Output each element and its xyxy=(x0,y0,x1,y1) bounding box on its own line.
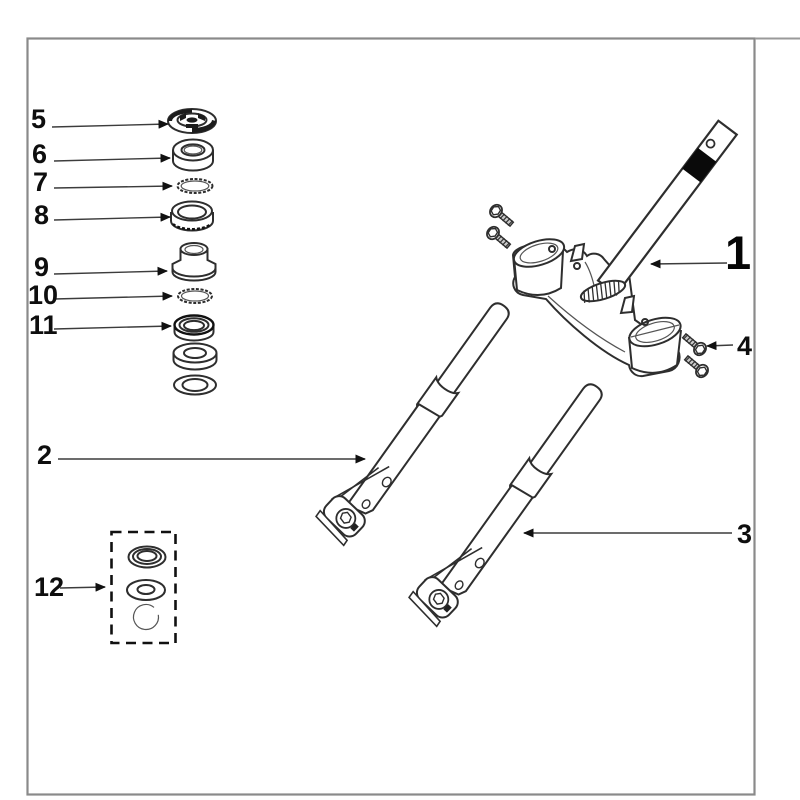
callout-leaders xyxy=(51,119,734,592)
callout-6-leader xyxy=(53,153,171,163)
callout-2-label: 2 xyxy=(37,440,52,470)
callout-1-leader xyxy=(650,259,728,269)
part-12-seal-kit xyxy=(110,530,177,645)
page-frame xyxy=(26,37,756,796)
part-4-bolt-2 xyxy=(681,351,712,381)
steering-stem xyxy=(596,119,739,296)
stem-hole xyxy=(705,138,716,149)
callout-9-label: 9 xyxy=(34,252,49,282)
clamp-bolt-upper-1 xyxy=(486,201,517,231)
callout-6-label: 6 xyxy=(32,139,47,169)
clamp-bolt-upper-2 xyxy=(483,223,514,253)
callout-10-leader xyxy=(53,291,173,301)
callout-4-label: 4 xyxy=(737,331,752,361)
part-2-fork-leg-left xyxy=(309,286,517,550)
part-8-bearing-race xyxy=(170,200,214,232)
callout-11-leader xyxy=(53,321,172,331)
stem-base-bearing-seat xyxy=(579,279,627,303)
seal-kit-oil-seal xyxy=(127,545,167,569)
callout-5-label: 5 xyxy=(31,104,46,134)
stem-black-band xyxy=(682,147,717,183)
part-7-ring xyxy=(176,178,214,194)
seal-kit-washer xyxy=(126,579,166,601)
part-4-bolt-1 xyxy=(679,329,710,359)
callout-3-label: 3 xyxy=(737,519,752,549)
part-5-castle-nut xyxy=(167,108,217,134)
callout-11-label: 11 xyxy=(29,310,58,340)
seal-kit-dashed-box xyxy=(110,530,177,645)
part-11-bearing xyxy=(173,314,215,342)
callout-9-leader xyxy=(53,266,168,276)
callout-4-leader xyxy=(706,341,734,351)
callout-8-leader xyxy=(53,212,171,222)
washer-thin xyxy=(173,374,217,396)
callout-10-label: 10 xyxy=(28,280,58,310)
part-1-triple-clamp xyxy=(511,238,682,378)
callout-1-label: 1 xyxy=(725,226,751,279)
callout-12-label: 12 xyxy=(34,572,64,602)
part-9-dust-seal-cone xyxy=(171,242,217,282)
callout-7-leader xyxy=(53,181,173,191)
seal-kit-circlip xyxy=(132,603,160,631)
callout-12-leader xyxy=(59,582,106,592)
callout-5-leader xyxy=(51,119,169,129)
stem-base-hatching xyxy=(583,279,620,303)
part-10-ring xyxy=(177,288,213,304)
part-6-bearing-cover xyxy=(172,138,214,172)
washer-thick xyxy=(172,342,218,371)
callout-8-label: 8 xyxy=(34,200,49,230)
callout-7-label: 7 xyxy=(33,167,48,197)
